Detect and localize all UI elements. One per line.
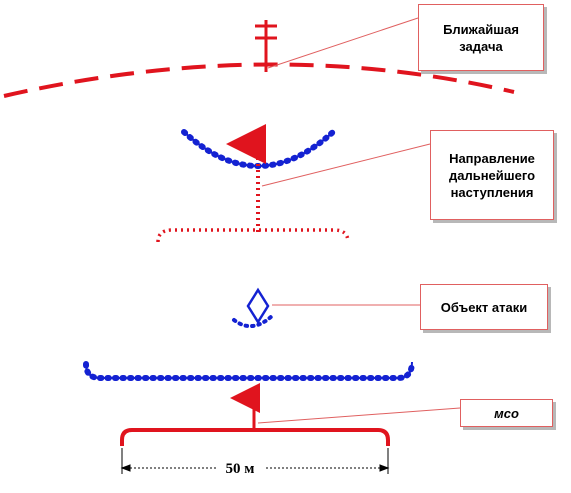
enemy-depth-position [181,129,336,169]
leader-line-further-direction [261,143,431,187]
mso-bracket [120,428,390,446]
callout-attack-object: Объект атаки [420,284,548,330]
leader-line-mso [257,407,461,424]
red-dotted-bracket [156,228,350,243]
callout-mso: мсо [460,399,553,427]
callout-immediate-task: Ближайшая задача [418,4,544,71]
callout-further-direction: Направление дальнейшего наступления [430,130,554,220]
leader-line-immediate-task [267,17,419,69]
attack-object-symbol [232,287,274,328]
immediate-task-marker [255,20,277,72]
immediate-task-line [3,62,515,98]
enemy-front-line [83,359,415,381]
scale-label: 50 м [216,461,264,478]
